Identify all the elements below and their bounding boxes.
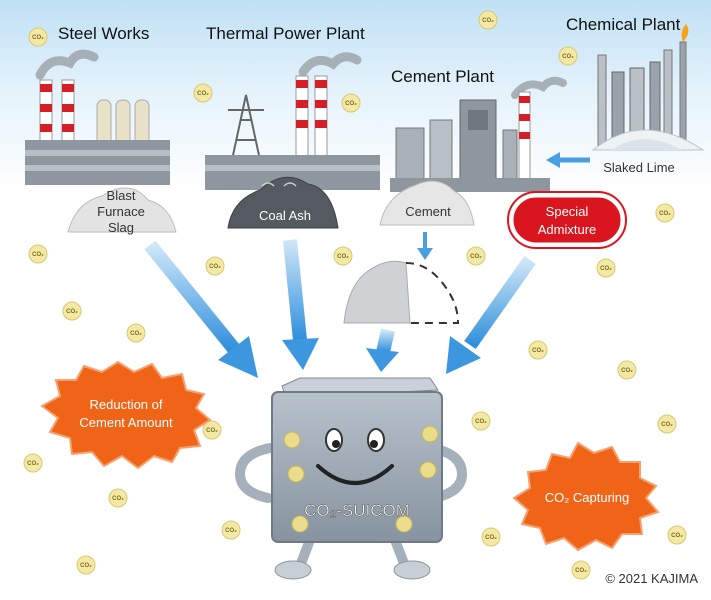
arrow-from-slag: [144, 240, 258, 378]
cement-plant-icon: [390, 76, 567, 192]
steel-works-title: Steel Works: [58, 24, 149, 43]
reduced-cement-pile: [343, 232, 460, 324]
arrow-head-icon: [282, 338, 319, 370]
arrow-down-icon: [417, 248, 433, 260]
co2-badge: CO₂: [481, 527, 501, 547]
slag-label-3: Slag: [108, 220, 134, 235]
svg-text:CO₂: CO₂: [225, 528, 237, 534]
svg-text:CO₂: CO₂: [130, 331, 142, 337]
co2-badge: CO₂: [202, 420, 222, 440]
admixture-label-1: Special: [546, 204, 589, 219]
svg-text:CO₂: CO₂: [66, 309, 78, 315]
svg-text:CO₂: CO₂: [345, 101, 357, 107]
arrow-from-admixture: [446, 255, 536, 374]
chemical-plant-title: Chemical Plant: [566, 15, 681, 34]
co2-badge: CO₂: [466, 246, 486, 266]
svg-text:CO₂: CO₂: [661, 422, 673, 428]
co2-suicom-block: CO₂-SUICOM: [234, 377, 468, 580]
reduction-label-1: Reduction of: [90, 397, 163, 412]
smile: [316, 464, 394, 485]
arrow-head-icon: [218, 336, 258, 378]
co2-badge: CO₂: [655, 203, 675, 223]
special-admixture-pill: Special Admixture: [507, 191, 627, 249]
svg-text:CO₂: CO₂: [206, 428, 218, 434]
product-label: CO₂-SUICOM: [304, 501, 410, 520]
co2-capturing-label: CO₂ Capturing: [545, 490, 630, 505]
co2-badge: CO₂: [667, 525, 687, 545]
arrow-from-coal-ash: [282, 239, 319, 370]
arrow-head-icon: [366, 348, 399, 372]
co2-badge: CO₂: [478, 10, 498, 30]
co2-badge: CO₂: [221, 520, 241, 540]
svg-text:CO₂: CO₂: [485, 535, 497, 541]
coal-ash-pile: Coal Ash: [227, 176, 339, 229]
co2-badge: CO₂: [617, 360, 637, 380]
slaked-lime-group: Slaked Lime: [546, 152, 675, 175]
reduction-burst: Reduction of Cement Amount: [40, 360, 212, 470]
right-eye: [367, 428, 385, 452]
slaked-lime-label: Slaked Lime: [603, 160, 675, 175]
co2-badge: CO₂: [596, 258, 616, 278]
co2-badge: CO₂: [23, 453, 43, 473]
svg-text:CO₂: CO₂: [80, 563, 92, 569]
co2-badge: CO₂: [471, 411, 491, 431]
svg-text:CO₂: CO₂: [659, 211, 671, 217]
arrow-left-icon: [546, 152, 560, 168]
chemical-plant-icon: [591, 24, 705, 151]
svg-text:CO₂: CO₂: [671, 533, 683, 539]
co2-capturing-burst: CO₂ Capturing: [512, 441, 660, 552]
svg-text:CO₂: CO₂: [621, 368, 633, 374]
thermal-power-plant-title: Thermal Power Plant: [206, 24, 365, 43]
svg-text:CO₂: CO₂: [32, 35, 44, 41]
blast-furnace-slag-pile: Blast Furnace Slag: [67, 187, 177, 235]
svg-text:CO₂: CO₂: [575, 568, 587, 574]
co2-badge: CO₂: [205, 256, 225, 276]
co2-badge: CO₂: [193, 83, 213, 103]
svg-text:CO₂: CO₂: [112, 496, 124, 502]
svg-text:CO₂: CO₂: [562, 54, 574, 60]
cement-label: Cement: [405, 204, 451, 219]
svg-text:CO₂: CO₂: [475, 419, 487, 425]
co2-badge: CO₂: [126, 323, 146, 343]
arrow-head-icon: [446, 336, 481, 374]
steel-works-icon: [25, 49, 170, 185]
copyright-text: © 2021 KAJIMA: [605, 571, 698, 586]
co2-badge-group: CO₂ CO₂ CO₂ CO₂ CO₂ CO₂ CO₂ CO₂ CO₂ CO₂ …: [23, 10, 687, 580]
co2-badge: CO₂: [108, 488, 128, 508]
svg-text:CO₂: CO₂: [532, 348, 544, 354]
left-eye: [325, 428, 343, 452]
cement-plant-title: Cement Plant: [391, 67, 494, 86]
slag-label-2: Furnace: [97, 204, 145, 219]
co2-badge: CO₂: [62, 301, 82, 321]
co2-badge: CO₂: [657, 414, 677, 434]
co2-badge: CO₂: [558, 46, 578, 66]
svg-text:CO₂: CO₂: [482, 18, 494, 24]
input-arrows: [144, 239, 536, 378]
co2-badge: CO₂: [28, 27, 48, 47]
co2-badge: CO₂: [28, 244, 48, 264]
reduction-label-2: Cement Amount: [79, 415, 173, 430]
right-foot: [393, 560, 431, 580]
co2-badge: CO₂: [571, 560, 591, 580]
svg-text:CO₂: CO₂: [600, 266, 612, 272]
slag-label-1: Blast: [107, 188, 136, 203]
svg-text:CO₂: CO₂: [209, 264, 221, 270]
arrow-from-cement: [366, 328, 399, 372]
co2-badge: CO₂: [341, 93, 361, 113]
co2-badge: CO₂: [333, 246, 353, 266]
thermal-power-plant-icon: [205, 52, 380, 190]
cement-pile: Cement: [379, 180, 475, 226]
svg-text:CO₂: CO₂: [470, 254, 482, 260]
left-foot: [274, 560, 312, 580]
svg-text:CO₂: CO₂: [27, 461, 39, 467]
svg-text:CO₂: CO₂: [197, 91, 209, 97]
coal-ash-label: Coal Ash: [259, 208, 311, 223]
co2-badge: CO₂: [528, 340, 548, 360]
co2-badge: CO₂: [76, 555, 96, 575]
svg-text:CO₂: CO₂: [337, 254, 349, 260]
svg-text:CO₂: CO₂: [32, 252, 44, 258]
admixture-label-2: Admixture: [538, 222, 597, 237]
